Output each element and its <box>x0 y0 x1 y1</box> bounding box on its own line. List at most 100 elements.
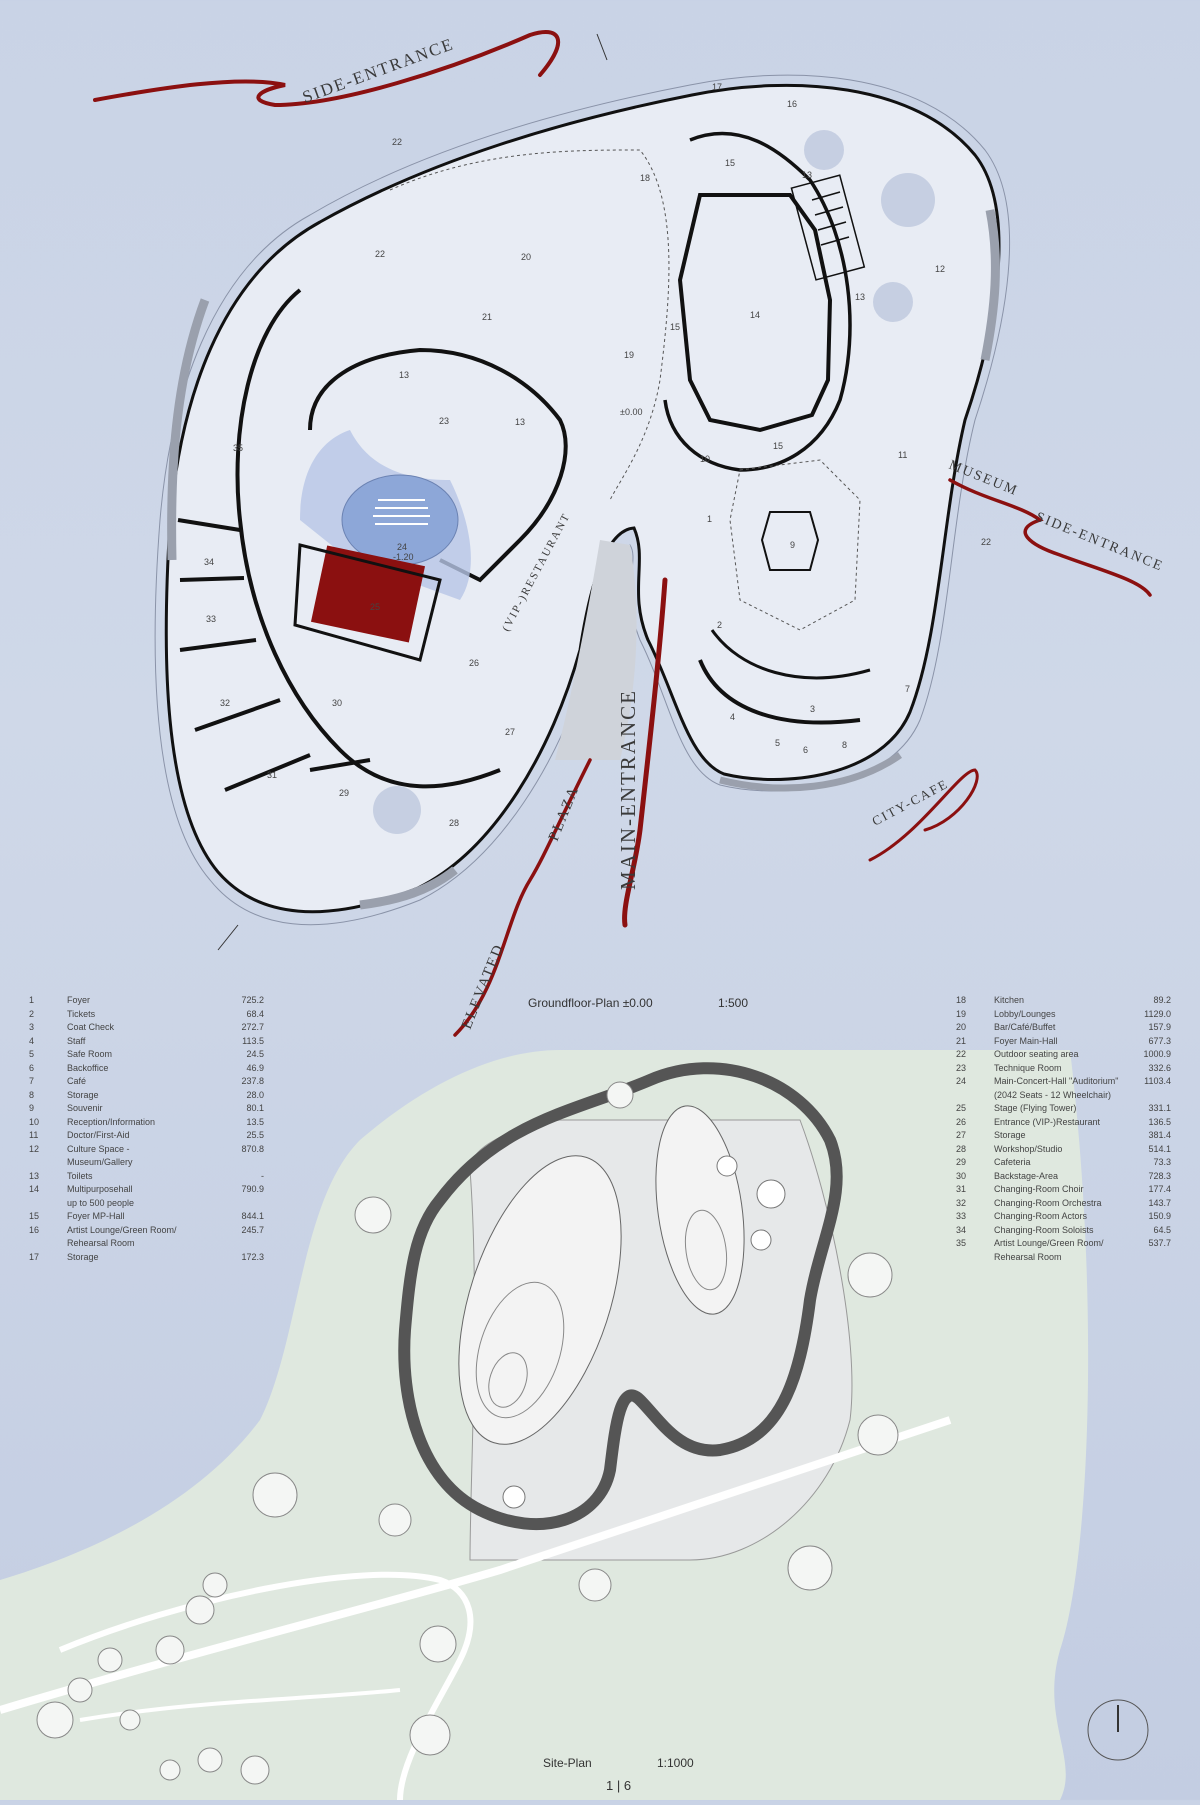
legend-value: 64.5 <box>1153 1224 1171 1235</box>
legend-n: 3 <box>29 1022 35 1032</box>
legend-label: Storage <box>67 1089 99 1100</box>
legend-n: 14 <box>29 1184 40 1194</box>
legend-label: Entrance (VIP-)Restaurant <box>994 1116 1101 1127</box>
room-17: 17 <box>712 82 722 92</box>
legend-n: 28 <box>956 1143 967 1154</box>
dome-main-hall-core <box>488 1352 528 1408</box>
legend-value: 381.4 <box>1148 1130 1171 1140</box>
legend-n: 5 <box>29 1049 35 1059</box>
legend-n: 4 <box>29 1035 35 1046</box>
legend-row: 7 Café 237.8 <box>29 1075 264 1089</box>
legend-label: Lobby/Lounges <box>994 1008 1056 1019</box>
room-15b: 15 <box>670 322 680 332</box>
legend-n: 7 <box>29 1076 35 1086</box>
site-skylight-4 <box>502 1485 526 1509</box>
legend-label: Storage <box>994 1130 1026 1140</box>
multipurpose-hall <box>677 193 833 433</box>
legend-value: 870.8 <box>241 1143 264 1154</box>
room-22c: 22 <box>981 537 991 547</box>
legend-label: Souvenir <box>67 1103 103 1113</box>
legend-label: Storage <box>67 1251 99 1262</box>
legend-label: Coat Check <box>67 1022 115 1032</box>
room-16: 16 <box>787 99 797 109</box>
legend-n: 16 <box>29 1224 40 1235</box>
building-roof-ring <box>398 1062 843 1530</box>
room-14: 14 <box>750 310 760 320</box>
room-2: 2 <box>717 620 722 630</box>
dome-mp-hall-inner <box>684 1209 728 1291</box>
room-34: 34 <box>204 557 214 567</box>
legend-value: 24.5 <box>246 1049 264 1059</box>
main-entrance-swoosh <box>622 577 668 928</box>
legend-n: 12 <box>29 1143 40 1154</box>
main-entrance-channel <box>555 540 637 760</box>
changing-room-walls <box>177 518 371 792</box>
legend-n: 29 <box>956 1157 967 1167</box>
room-9: 9 <box>790 540 795 550</box>
legend-label: Changing-Room Choir <box>994 1184 1084 1194</box>
room-22a: 22 <box>392 137 402 147</box>
site-skylight-1 <box>716 1155 738 1177</box>
legend-n: 19 <box>956 1008 967 1019</box>
legend-n: 2 <box>29 1008 35 1019</box>
legend-label: Staff <box>67 1035 86 1046</box>
legend-label: Technique Room <box>994 1062 1062 1073</box>
legend-n: 23 <box>956 1062 967 1073</box>
legend-value: 728.3 <box>1148 1170 1171 1181</box>
legend-label: Reception/Information <box>67 1116 156 1127</box>
auditorium-enclosure <box>308 347 568 583</box>
service-rooms-arc <box>698 659 861 725</box>
legend-n: 10 <box>29 1116 40 1127</box>
legend-value: 331.1 <box>1148 1103 1171 1113</box>
room-20: 20 <box>521 252 531 262</box>
legend-value: 237.8 <box>241 1076 264 1086</box>
legend-n: 25 <box>956 1103 967 1113</box>
legend-label: Café <box>67 1076 87 1086</box>
room-18: 18 <box>640 173 650 183</box>
legend-n: 11 <box>29 1130 39 1140</box>
legend-n: 15 <box>29 1211 40 1221</box>
legend-label: Artist Lounge/Green Room/ Rehearsal Room <box>67 1224 177 1249</box>
site-plan <box>0 1050 1149 1801</box>
room-22b: 22 <box>375 249 385 259</box>
mp-foyer-ring <box>663 131 852 472</box>
legend-label: Toilets <box>67 1170 93 1181</box>
legend-label: Multipurposehall up to 500 people <box>67 1184 135 1208</box>
legend-value: 150.9 <box>1148 1211 1171 1221</box>
room-4: 4 <box>730 712 735 722</box>
legend-n: 30 <box>956 1170 967 1181</box>
room-24: 24 <box>397 542 407 552</box>
elevated-label: ELEVATED <box>459 941 508 1031</box>
room-21: 21 <box>482 312 492 322</box>
legend-value: 1000.9 <box>1143 1049 1171 1059</box>
room-26: 26 <box>469 658 479 668</box>
wall-south <box>359 866 458 910</box>
skylight-south <box>373 786 421 834</box>
legend-n: 22 <box>956 1049 967 1059</box>
legend-value: 1129.0 <box>1144 1008 1171 1019</box>
legend-label: Bar/Café/Buffet <box>994 1022 1056 1032</box>
legend-label: Changing-Room Actors <box>994 1211 1088 1221</box>
room-8: 8 <box>842 740 847 750</box>
room-29: 29 <box>339 788 349 798</box>
floor-area <box>164 83 1001 914</box>
legend-n: 35 <box>956 1238 967 1248</box>
legend-label: Tickets <box>67 1008 96 1019</box>
room-11: 11 <box>898 450 907 460</box>
